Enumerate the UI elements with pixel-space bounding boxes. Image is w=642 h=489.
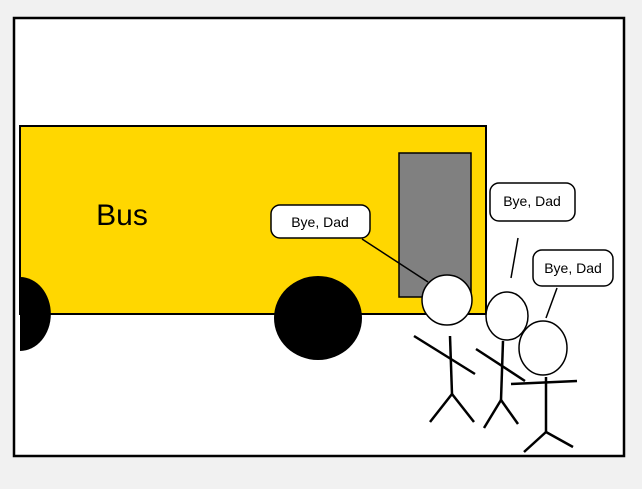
speech-bubble-2-tail <box>510 237 519 279</box>
bus-rear-wheel <box>274 276 362 360</box>
speech-bubble-3: Bye, Dad <box>532 249 614 319</box>
bus-front-wheel <box>20 277 51 351</box>
speech-bubble-1-tail <box>361 238 429 283</box>
stick-figure-1-head <box>421 274 473 326</box>
stick-figure-1-body <box>448 335 454 395</box>
speech-bubble-3-tail <box>545 287 558 319</box>
stick-figure-2-body <box>499 340 505 401</box>
speech-bubble-2-text: Bye, Dad <box>503 193 561 209</box>
bus-label: Bus <box>96 199 148 232</box>
stick-figure-3-left-leg <box>523 431 547 453</box>
bus-door <box>398 152 472 298</box>
stick-figure-2-right-leg <box>499 399 520 425</box>
stick-figure-2-left-leg <box>482 399 503 429</box>
stick-figure-3-head <box>518 320 568 376</box>
speech-bubble-2-box <box>489 182 576 222</box>
stick-figure-3-arm <box>510 379 578 386</box>
speech-bubble-2: Bye, Dad <box>489 182 576 279</box>
stick-figure-2 <box>475 291 529 429</box>
speech-bubble-3-box <box>532 249 614 287</box>
speech-bubble-1: Bye, Dad <box>270 204 429 283</box>
stick-figure-3 <box>510 320 578 453</box>
stick-figure-1 <box>413 274 476 423</box>
stick-figure-1-right-leg <box>451 393 475 423</box>
stick-figure-1-left-leg <box>429 393 453 423</box>
stick-figure-2-head <box>485 291 529 341</box>
speech-bubble-1-box <box>270 204 371 239</box>
stick-figure-1-arm <box>413 334 476 376</box>
speech-bubble-1-text: Bye, Dad <box>291 214 349 230</box>
stick-figure-3-right-leg <box>545 430 574 449</box>
speech-bubble-3-text: Bye, Dad <box>544 260 602 276</box>
stick-figure-2-arm <box>475 347 526 383</box>
